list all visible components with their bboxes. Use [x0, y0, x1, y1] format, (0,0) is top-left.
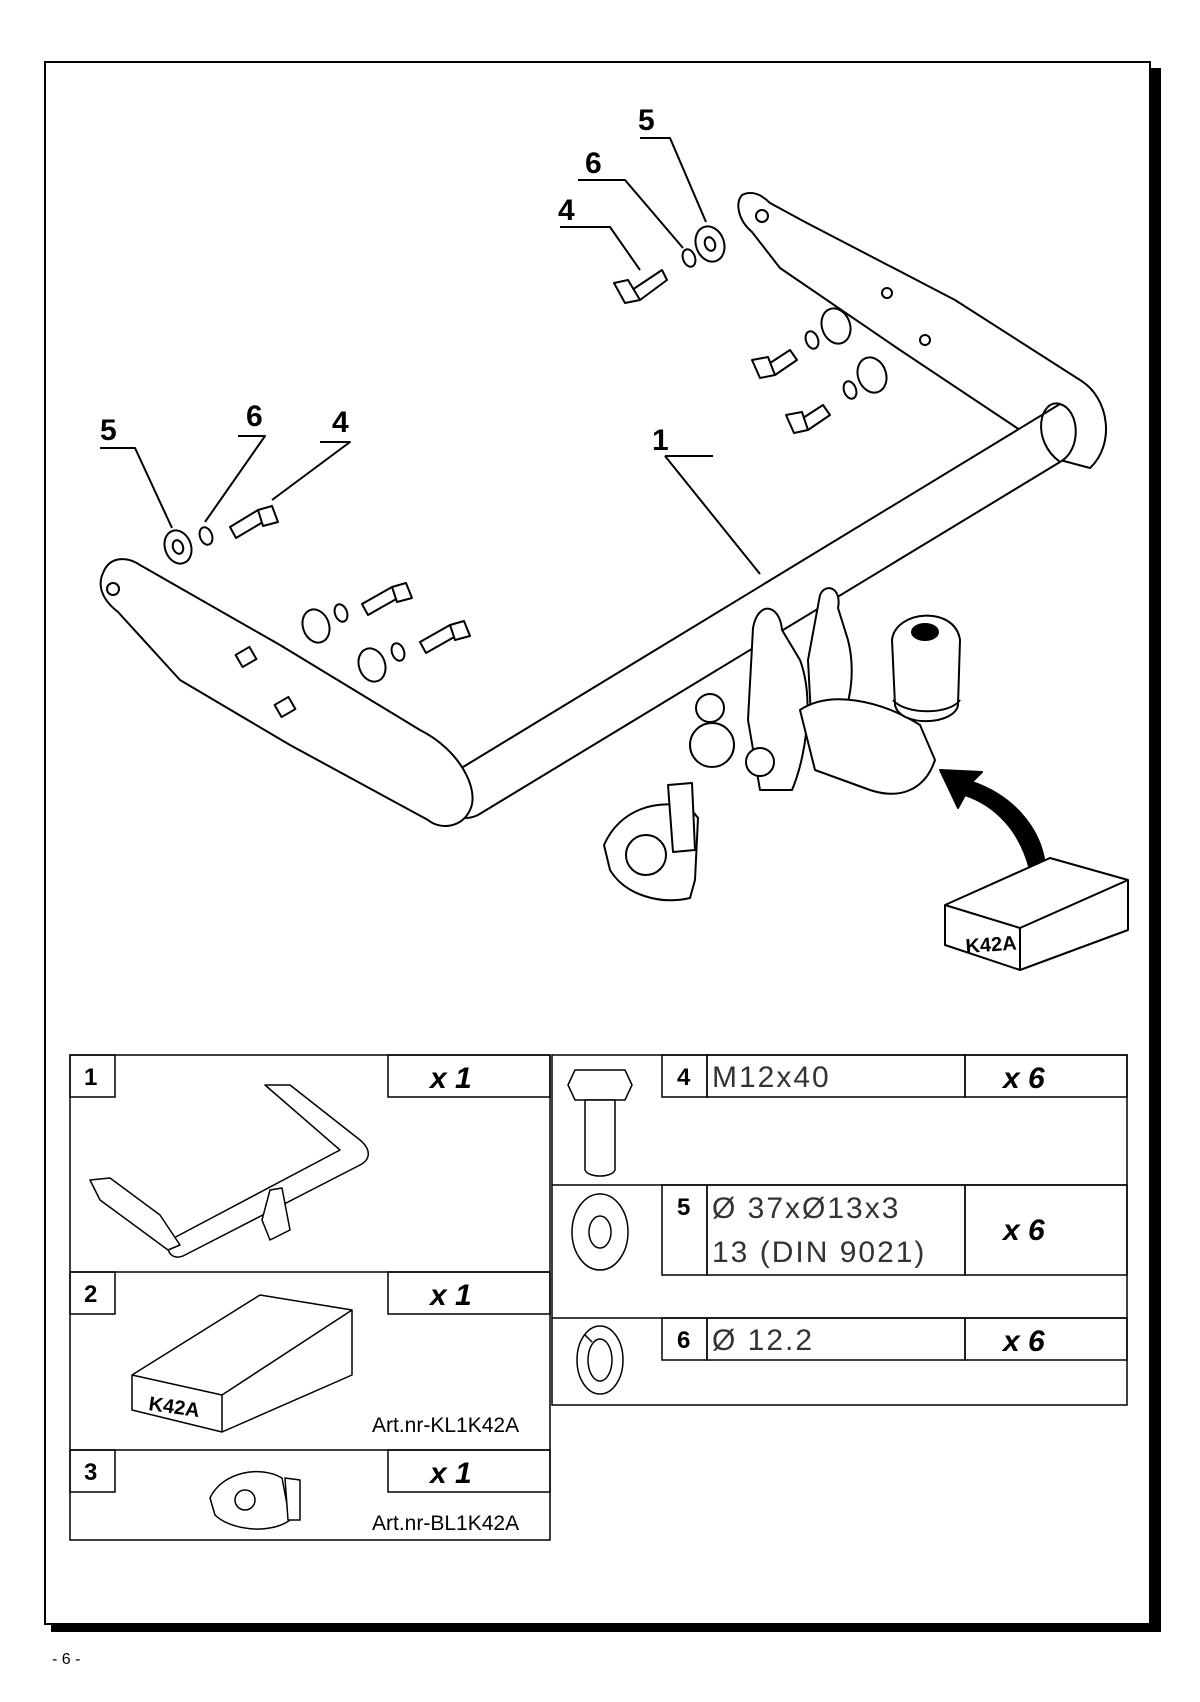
callout-spring-washer-left: 6: [246, 400, 263, 433]
insert-arrow: [939, 769, 1046, 871]
box-label: K42A: [965, 932, 1018, 958]
ball-neck: [799, 698, 936, 795]
part-6-spec: Ø 12.2: [712, 1324, 814, 1357]
part-1-qty: x 1: [428, 1062, 472, 1095]
neck-plate-front: [747, 607, 809, 791]
exploded-view: [99, 137, 1129, 971]
part-2-number: 2: [84, 1281, 97, 1308]
part-6-qty: x 6: [1001, 1325, 1045, 1358]
part-3-qty: x 1: [428, 1457, 472, 1490]
part-3-number: 3: [84, 1459, 97, 1486]
parts-table: [69, 1054, 1128, 1541]
part-5-spec-din: 13 (DIN 9021): [712, 1236, 926, 1269]
part-2-qty: x 1: [428, 1279, 472, 1312]
part-5-spec: Ø 37xØ13x3: [712, 1192, 900, 1225]
callout-frame: 1: [652, 424, 669, 457]
callout-spring-washer-top: 6: [585, 147, 602, 180]
part-1-number: 1: [84, 1064, 97, 1091]
part-2-article: Art.nr-KL1K42A: [372, 1414, 519, 1437]
callout-bolt-left: 4: [332, 406, 349, 439]
tow-ball: [891, 614, 961, 723]
k42a-box: [944, 857, 1129, 971]
part-4-spec: M12x40: [712, 1061, 831, 1094]
part-6-number: 6: [677, 1327, 690, 1354]
right-bracket: [737, 192, 1107, 469]
callout-washer-top: 5: [638, 104, 655, 137]
part-5-qty: x 6: [1001, 1214, 1045, 1247]
table-thumbnails: [89, 1069, 633, 1530]
part-3-article: Art.nr-BL1K42A: [372, 1512, 519, 1535]
page-number: - 6 -: [52, 1651, 80, 1668]
part-4-qty: x 6: [1001, 1062, 1045, 1095]
callout-bolt-top: 4: [558, 194, 575, 227]
part-5-number: 5: [677, 1194, 690, 1221]
callout-washer-left: 5: [100, 414, 117, 447]
left-bracket: [99, 558, 474, 827]
part-4-number: 4: [677, 1064, 691, 1091]
